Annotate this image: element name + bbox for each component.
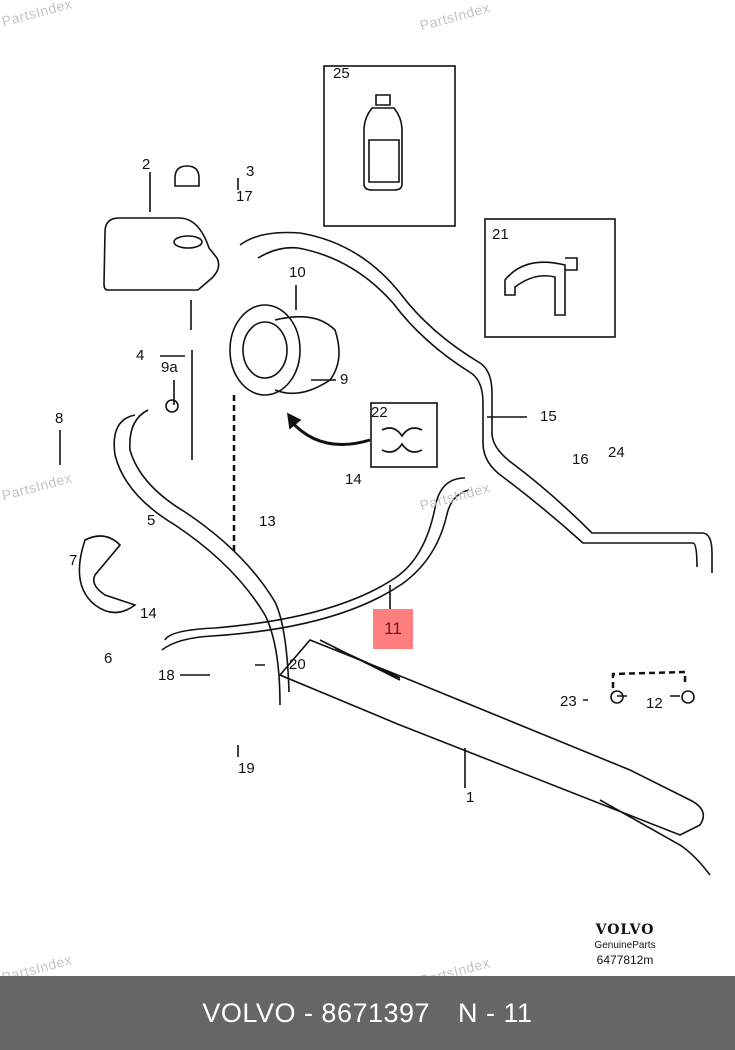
callout-9[interactable]: 9 [340,371,349,388]
callout-19[interactable]: 19 [238,760,255,777]
callout-4[interactable]: 4 [136,347,145,364]
power-steering-diagram [59,65,713,876]
volvo-brand-block: VOLVO GenuineParts 6477812m [580,922,670,967]
callout-2[interactable]: 2 [142,156,151,173]
callout-20[interactable]: 20 [289,656,306,673]
callout-1[interactable]: 1 [466,789,475,806]
callout-14[interactable]: 14 [140,605,157,622]
callout-16[interactable]: 16 [572,451,589,468]
inset-box-22 [370,402,438,468]
callout-17[interactable]: 17 [236,188,253,205]
highlighted-callout-11[interactable]: 11 [373,609,413,649]
callout-5[interactable]: 5 [147,512,156,529]
hose-6 [78,535,137,614]
fluid-bottle-icon [363,94,403,191]
brand-part-number: VOLVO - 8671397 [202,997,431,1028]
genuine-parts-label: GenuineParts [594,940,656,951]
diagram-position: N - 11 [458,997,533,1028]
drawing-number: 6477812m [596,953,654,967]
callout-14[interactable]: 14 [345,471,362,488]
inset-box-21 [484,218,616,338]
callout-24[interactable]: 24 [608,444,625,461]
callout-13[interactable]: 13 [259,513,276,530]
inset-box-25 [323,65,456,227]
callout-21[interactable]: 21 [492,226,509,243]
callout-15[interactable]: 15 [540,408,557,425]
volvo-logo: VOLVO [595,922,655,938]
callout-7[interactable]: 7 [69,552,78,569]
callout-12[interactable]: 12 [646,695,663,712]
callout-9a[interactable]: 9a [161,359,178,376]
pump [229,304,340,396]
hose-clip-icon [504,257,578,316]
callout-25[interactable]: 25 [333,65,350,82]
footer-bar: VOLVO - 8671397 N - 11 [0,976,735,1050]
callout-3[interactable]: 3 [246,163,255,180]
callout-23[interactable]: 23 [560,693,577,710]
callout-22[interactable]: 22 [371,404,388,421]
callout-18[interactable]: 18 [158,667,175,684]
reservoir [103,217,220,291]
callout-8[interactable]: 8 [55,410,64,427]
steering-rack [278,639,711,876]
callout-6[interactable]: 6 [104,650,113,667]
callout-10[interactable]: 10 [289,264,306,281]
cap [174,165,200,187]
